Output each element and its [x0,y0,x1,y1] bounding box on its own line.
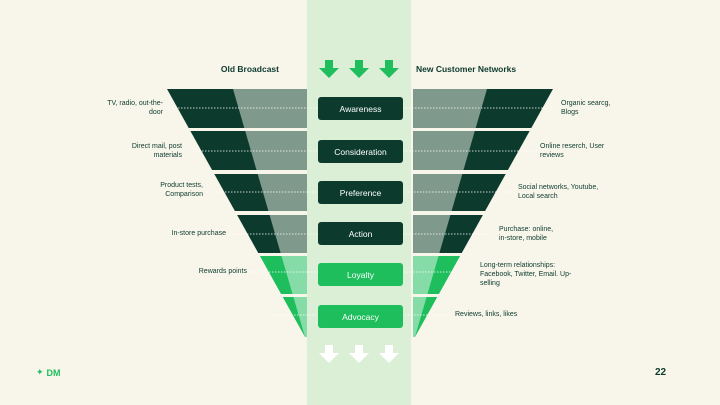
brand-name: DM [46,367,61,378]
new-channel-label: Social networks, Youtube, Local search [518,184,599,200]
new-channel-label: Long-term relationships: Facebook, Twitt… [480,262,572,287]
new-channel-label: Online reserch, User reviews [540,143,605,159]
arrow-down-icon [349,60,369,78]
new-channel-label: Purchase: online, in-store, mobile [499,226,554,242]
sparkle-icon: ✦ [36,367,44,377]
stage-label: Consideration [334,146,387,157]
funnel-right-inner-preference [413,174,463,211]
funnel-left-inner-action [269,215,307,253]
arrow-down-icon [349,345,369,363]
new-channel-label: Organic searcg, Blogs [561,100,611,116]
funnel-left-inner-awareness [233,89,307,128]
funnel-right-inner-advocacy [413,297,427,337]
stage-button-preference[interactable]: Preference [318,181,403,204]
old-channel-label: Product tests, Comparison [160,182,203,198]
stage-button-awareness[interactable]: Awareness [318,97,403,120]
stage-button-action[interactable]: Action [318,222,403,245]
funnel-left-inner-consideration [245,131,307,170]
stage-button-loyalty[interactable]: Loyalty [318,263,403,286]
arrow-down-icon [379,345,399,363]
old-channel-label: Direct mail, post materials [131,143,182,159]
new-channel-label: Reviews, links, likes [455,311,518,318]
funnel-left-inner-loyalty [281,256,307,294]
stage-label: Action [348,228,373,239]
arrow-down-icon [379,60,399,78]
funnel-right-inner-loyalty [413,256,439,294]
stage-label: Awareness [339,103,382,114]
page-number: 22 [655,367,667,378]
old-channel-label: Rewards points [198,268,247,275]
old-channel-label: In-store purchase [171,230,226,237]
old-broadcast-heading: Old Broadcast [220,64,279,74]
funnel-left-inner-advocacy [293,297,307,337]
stage-button-consideration[interactable]: Consideration [318,140,403,163]
arrow-down-icon [319,60,339,78]
stage-button-advocacy[interactable]: Advocacy [318,305,403,328]
funnel-right-inner-action [413,215,451,253]
old-channel-label: TV, radio, out-the- door [107,100,163,116]
funnel-left-inner-preference [257,174,307,211]
funnel-right-inner-awareness [413,89,487,128]
stage-label: Advocacy [342,311,379,322]
funnel-right-inner-consideration [413,131,475,170]
new-customer-networks-heading: New Customer Networks [416,64,517,74]
arrow-down-icon [319,345,339,363]
stage-label: Loyalty [347,269,374,280]
brand-logo: ✦ DM [36,367,61,378]
stage-label: Preference [339,187,382,198]
